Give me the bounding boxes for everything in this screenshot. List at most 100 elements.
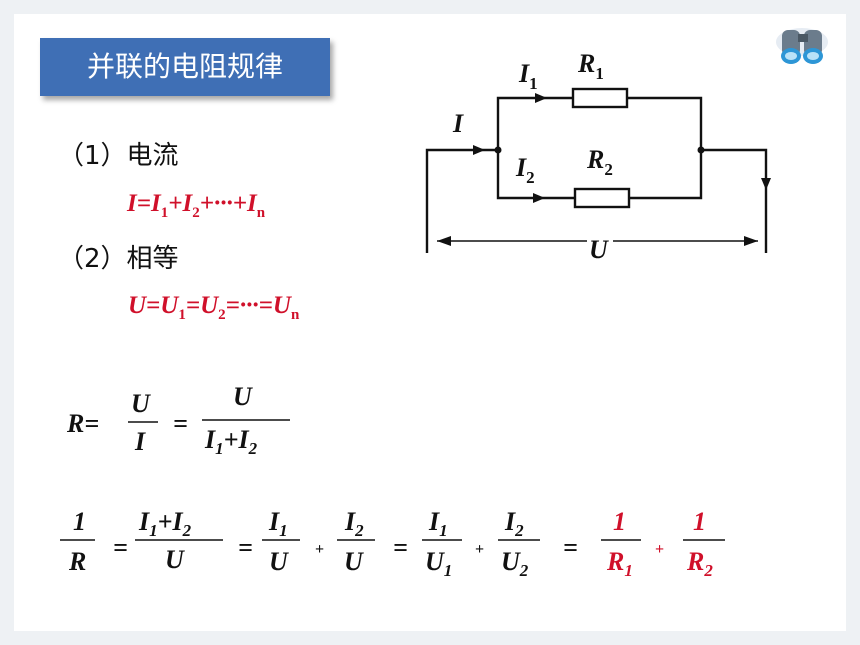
current-arrow-icon [533, 193, 545, 203]
label-r1: R1 [577, 49, 604, 83]
subscript: 2 [354, 521, 364, 540]
label-r1-sub: 1 [595, 64, 604, 83]
numerator-u: U [131, 389, 151, 418]
subscript: 1 [279, 521, 288, 540]
symbol-i: I [268, 507, 280, 536]
resistance-derivation: R= U I = U I1+I2 1 R = I1+I2 U = I1 U + … [60, 382, 725, 580]
numerator-i2: I2 [504, 507, 524, 540]
subscript: 2 [519, 561, 529, 580]
symbol-u: U [501, 547, 521, 576]
resistor-r2 [573, 187, 631, 209]
subscript: 2 [514, 521, 524, 540]
numerator-one: 1 [73, 507, 86, 536]
denominator-u: U [165, 545, 185, 574]
denominator-r: R [68, 547, 86, 576]
numerator-i1: I1 [268, 507, 288, 540]
symbol-i: I [428, 507, 440, 536]
formula-part: +I [168, 190, 193, 217]
formula-part: =U [185, 292, 219, 319]
label-i: I [452, 109, 464, 138]
plus-sign: + [655, 541, 664, 558]
current-arrow-icon [761, 178, 771, 190]
plus-sign: + [224, 425, 239, 454]
label-i2: I2 [515, 153, 535, 187]
formula-part: =···=U [225, 292, 291, 319]
formula-part: +···+I [199, 190, 257, 217]
formula-part: U=U [128, 292, 179, 319]
junction-left [494, 146, 502, 154]
subscript: 1 [149, 521, 158, 540]
numerator-u: U [233, 382, 253, 411]
formula-sub: 1 [178, 307, 186, 323]
current-arrow-icon [473, 145, 485, 155]
resistor-r1 [571, 87, 629, 109]
label-i1: I1 [518, 59, 538, 93]
label-i1-sub: 1 [529, 74, 538, 93]
current-heading: （1）电流 [58, 141, 179, 171]
current-sum-formula: I=I1+I2+···+In [127, 190, 265, 222]
symbol-r: R [686, 547, 704, 576]
subscript: 1 [215, 439, 224, 458]
wire-right [701, 148, 768, 253]
symbol-i: I [138, 507, 150, 536]
plus-sign: + [158, 507, 173, 536]
symbol-r: R [606, 547, 624, 576]
denominator-r2: R2 [686, 547, 713, 580]
symbol-i: I [344, 507, 356, 536]
r-equals: R= [66, 409, 99, 438]
denominator-u: U [269, 547, 289, 576]
denominator-u1: U1 [425, 547, 452, 580]
label-i1-main: I [518, 59, 530, 88]
page-title: 并联的电阻规律 [86, 50, 283, 83]
junction-right [697, 146, 705, 154]
label-r1-main: R [577, 49, 595, 78]
denominator-sum: I1+I2 [204, 425, 258, 458]
arrow-left-icon [437, 236, 451, 246]
equals-sign: = [113, 533, 128, 562]
subscript: 2 [248, 439, 258, 458]
symbol-i: I [204, 425, 216, 454]
numerator-one: 1 [693, 507, 706, 536]
binoculars-icon [776, 28, 828, 64]
wire-bottom [496, 150, 575, 200]
plus-sign: + [315, 541, 324, 558]
numerator-i2: I2 [344, 507, 364, 540]
plus-sign: + [475, 541, 484, 558]
equals-sign: = [393, 533, 408, 562]
subscript: 1 [624, 561, 633, 580]
label-u: U [589, 235, 609, 264]
title-box: 并联的电阻规律 [40, 38, 330, 96]
subscript: 2 [182, 521, 192, 540]
denominator-i: I [134, 427, 146, 456]
wire-top [496, 96, 573, 150]
label-r2-sub: 2 [604, 160, 613, 179]
label-r2: R2 [586, 145, 613, 179]
equals-sign: = [563, 533, 578, 562]
arrow-right-icon [744, 236, 758, 246]
symbol-i: I [171, 507, 183, 536]
subscript: 2 [703, 561, 713, 580]
label-i2-main: I [515, 153, 527, 182]
formula-sub: 1 [160, 205, 169, 221]
label-r2-main: R [586, 145, 604, 174]
denominator-u2: U2 [501, 547, 529, 580]
numerator-sum: I1+I2 [138, 507, 192, 540]
wire-left [425, 148, 498, 253]
voltage-heading: （2）相等 [58, 244, 179, 274]
formula-sub: 2 [192, 205, 200, 221]
denominator-r1: R1 [606, 547, 633, 580]
subscript: 1 [439, 521, 448, 540]
formula-part: I=I [127, 190, 161, 217]
symbol-i: I [504, 507, 516, 536]
formula-sub: 2 [218, 307, 226, 323]
numerator-one: 1 [613, 507, 626, 536]
equals-sign: = [238, 533, 253, 562]
formula-sub: n [256, 205, 266, 221]
slide [14, 14, 846, 631]
numerator-i1: I1 [428, 507, 448, 540]
voltage-equal-formula: U=U1=U2=···=Un [128, 292, 299, 324]
symbol-i: I [237, 425, 249, 454]
symbol-u: U [425, 547, 445, 576]
parallel-circuit-diagram: I I1 R1 I2 R2 U [425, 49, 771, 264]
equals-sign: = [173, 409, 188, 438]
